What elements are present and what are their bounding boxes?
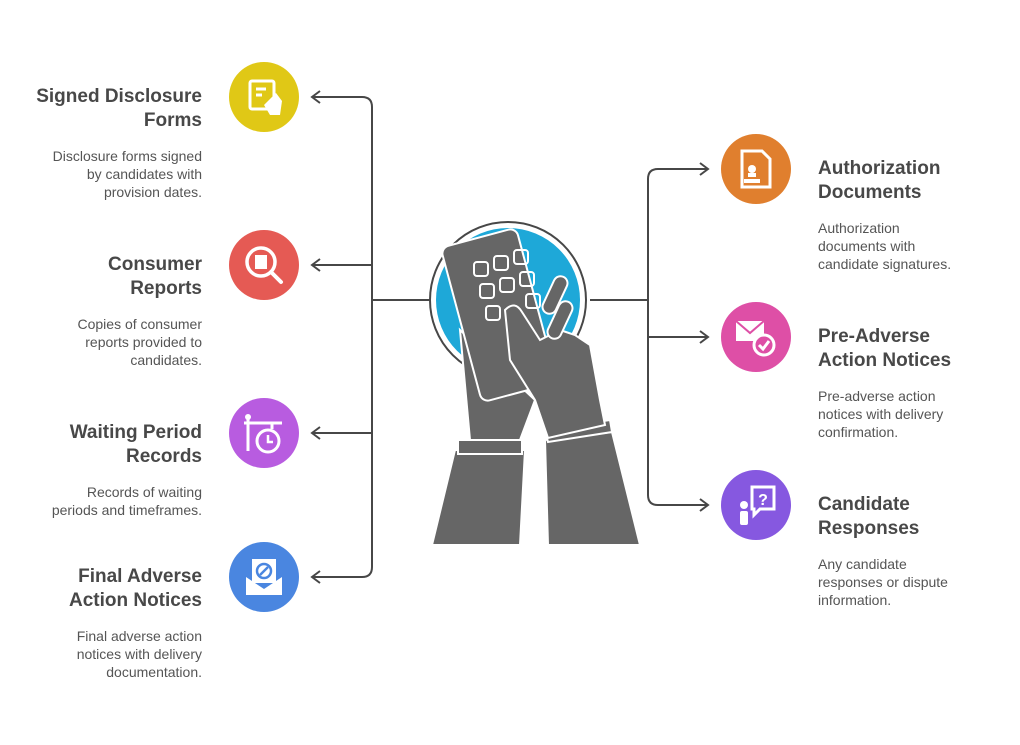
description-line: Copies of consumer	[77, 316, 202, 332]
item-title-line: Pre-Adverse	[818, 326, 930, 347]
item-title-line: Consumer	[108, 254, 202, 275]
item-title-line: Waiting Period	[69, 422, 202, 443]
item-title-line: Reports	[130, 278, 202, 299]
item-description: Authorization documents with candidate sig…	[818, 219, 1018, 273]
svg-text:?: ?	[758, 492, 768, 509]
mail-check-icon	[721, 302, 791, 372]
description-line: Disclosure forms signed	[52, 148, 202, 164]
item-title-line: Signed Disclosure	[36, 86, 202, 107]
item-title-line: Responses	[818, 518, 920, 539]
signed-form-icon	[229, 62, 299, 132]
item-title-line: Action Notices	[68, 590, 202, 611]
description-line: Any candidate	[818, 556, 907, 572]
item-title-line: Records	[125, 446, 202, 467]
item-title-line: Authorization	[818, 158, 941, 179]
description-line: by candidates with	[86, 166, 202, 182]
item-title-line: Forms	[143, 110, 202, 131]
report-search-icon	[229, 230, 299, 300]
hands-keypad-icon	[429, 221, 642, 546]
item-description: Copies of consumer reports provided to can…	[2, 315, 202, 369]
description-line: provision dates.	[103, 184, 202, 200]
description-line: notices with delivery	[818, 406, 944, 422]
item-description: Disclosure forms signed by candidates wit…	[2, 147, 202, 201]
item-title-line: Candidate	[818, 494, 910, 515]
document-stamp-icon	[721, 134, 791, 204]
description-line: Authorization	[818, 220, 900, 236]
description-line: confirmation.	[818, 424, 899, 440]
description-line: reports provided to	[85, 334, 202, 350]
description-line: Pre-adverse action	[818, 388, 936, 404]
description-line: documentation.	[106, 664, 202, 680]
item-title-line: Documents	[818, 182, 922, 203]
description-line: Final adverse action	[76, 628, 202, 644]
description-line: notices with delivery	[76, 646, 202, 662]
item-title-line: Action Notices	[818, 350, 952, 371]
description-line: periods and timeframes.	[51, 502, 202, 518]
description-line: Records of waiting	[86, 484, 202, 500]
description-line: responses or dispute	[818, 574, 948, 590]
description-line: candidates.	[130, 352, 202, 368]
item-description: Records of waiting periods and timeframes…	[2, 483, 202, 519]
item-description: Pre-adverse action notices with delivery c…	[818, 387, 1018, 441]
description-line: documents with	[818, 238, 916, 254]
description-line: candidate signatures.	[818, 256, 952, 272]
item-description: Final adverse action notices with deliver…	[2, 627, 202, 681]
item-description: Any candidate responses or dispute informa…	[818, 555, 1018, 609]
description-line: information.	[818, 592, 892, 608]
envelope-block-icon	[229, 542, 299, 612]
person-question-icon: ?	[721, 470, 791, 540]
item-title-line: Final Adverse	[78, 566, 202, 587]
timer-sign-icon	[229, 398, 299, 468]
